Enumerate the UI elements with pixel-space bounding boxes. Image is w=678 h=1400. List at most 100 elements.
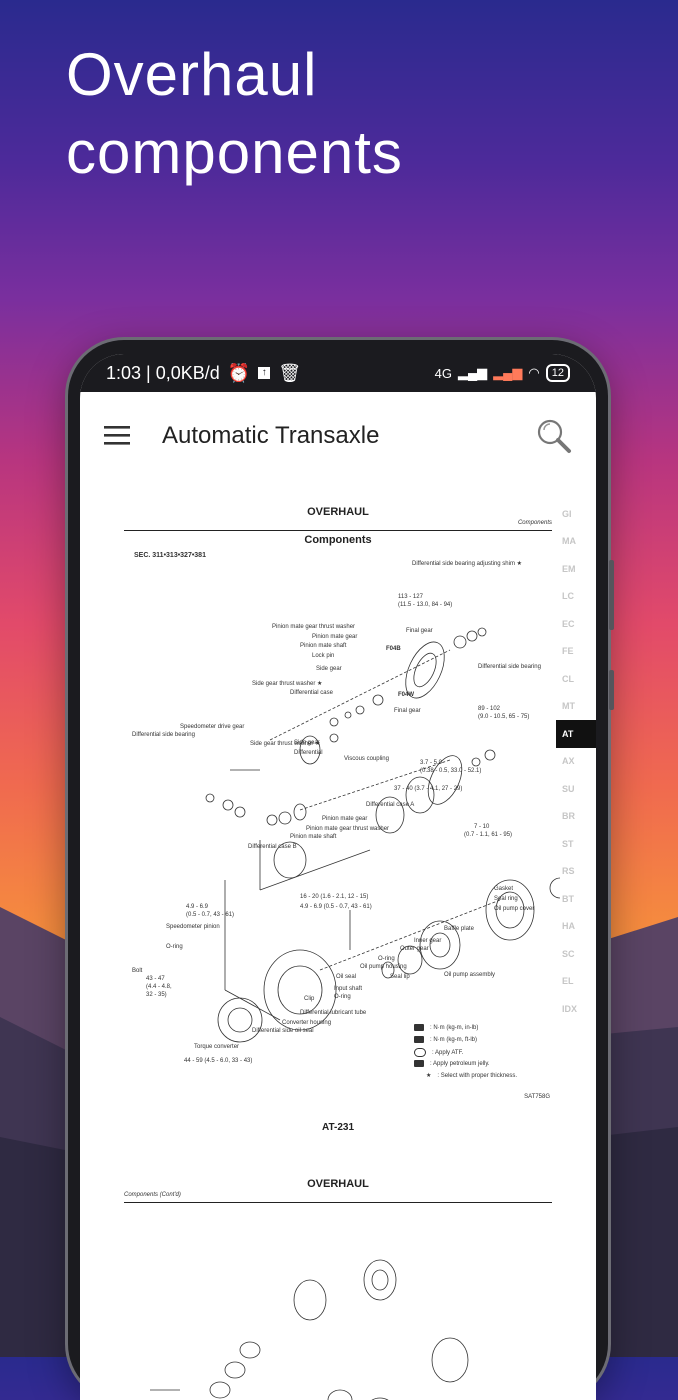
diagram-label: Final gear [406,628,433,634]
section-index: GI MA EM LC EC FE CL MT AT AX SU BR ST R… [556,500,596,1023]
app-bar: Automatic Transaxle [80,392,596,480]
index-tab[interactable]: LC [562,591,574,602]
diagram-label: Differential case A [366,802,415,808]
diagram-label: 44 - 59 (4.5 - 6.0, 33 - 43) [184,1058,253,1064]
index-tab[interactable]: FE [562,646,574,657]
hero-title: Overhaul components [66,36,403,192]
search-icon[interactable] [536,418,572,454]
index-tab[interactable]: BT [562,893,574,904]
diagram-label: (4.4 - 4.8, [146,984,172,990]
figure-ref: SAT758G [524,1094,550,1100]
diagram-label: Differential side oil seal [252,1028,314,1034]
index-tab[interactable]: AX [562,756,575,767]
index-tab[interactable]: RS [562,866,575,877]
diagram-label: 43 - 47 [146,976,165,982]
index-tab[interactable]: EL [562,976,574,987]
diagram-label: (0.7 - 1.1, 61 - 95) [464,832,513,838]
diagram-label: Lock pin [312,653,335,659]
legend-item: : Apply ATF. [414,1048,463,1057]
page-header-right: Components [517,520,552,526]
index-tab[interactable]: IDX [562,1003,578,1014]
battery-icon: 12 [545,364,570,382]
exploded-diagram [205,627,560,1043]
diagram-label: Oil pump assembly [444,972,496,978]
signal-icon-2: ▂▄▆ [493,365,523,380]
network-type: 4G [434,365,452,381]
diagram-label: Pinion mate gear [312,634,358,640]
power-button [609,670,614,710]
diagram-label: Pinion mate shaft [300,643,347,649]
diagram-label: O-ring [166,944,183,950]
diagram-label: Seal ring [494,896,518,902]
diagram-label: Outer gear [400,946,429,952]
index-tab[interactable]: GI [562,508,572,519]
upload-icon: ↑ [258,367,271,379]
exploded-diagram-2 [150,1259,469,1400]
volume-button [609,560,614,630]
diagram-label: Speedometer pinion [166,924,220,930]
index-tab[interactable]: MA [562,536,576,547]
diagram-label: Speedometer drive gear [180,724,245,730]
phone-screen: 1:03 | 0,0KB/d ⏰ ↑ 🗑 4G ▂▄▆ ▂▄▆ ◠ 12 Aut… [80,354,596,1400]
legend-item: : N·m (kg-m, ft-lb) [414,1036,477,1043]
diagram-label: (9.0 - 10.5, 65 - 75) [478,714,530,720]
diagram-label: 7 - 10 [474,824,490,830]
diagram-label: Pinion mate gear [322,816,368,822]
hero-line-2: components [66,119,403,186]
page-number: AT-231 [321,1122,355,1133]
diagram-label: Side gear thrust washer ★ [250,741,321,747]
diagram-label: Oil seal [336,974,357,980]
page-header: OVERHAUL [307,506,369,518]
app-title: Automatic Transaxle [162,422,380,449]
diagram-label: Pinion mate gear thrust washer [272,624,356,630]
diagram-label: Input shaft [334,986,363,992]
signal-icon: ▂▄▆ [457,365,488,380]
jelly-icon [414,1060,424,1067]
diagram-label: O-ring [334,994,351,1000]
diagram-label: Oil pump housing [360,964,407,970]
hero-line-1: Overhaul [66,41,318,108]
index-tab[interactable]: EC [562,618,575,629]
index-tab[interactable]: SC [562,948,575,959]
index-tab[interactable]: EM [562,563,576,574]
diagram-label: F04W [398,692,415,698]
index-tab[interactable]: BR [562,811,575,822]
diagram-label: Bolt [132,968,143,974]
diagram-label: O-ring [378,956,395,962]
document-viewer[interactable]: OVERHAUL Components Components SEC. 311•… [80,480,596,1400]
index-tab[interactable]: ST [562,838,574,849]
diagram-label: Torque converter [194,1044,240,1050]
diagram-label: Pinion mate shaft [290,834,337,840]
diagram-label: Differential side bearing [132,732,195,738]
diagram-label: 4.9 - 6.9 [186,904,209,910]
diagram-label: Side gear thrust washer ★ [252,681,323,687]
diagram-label: Viscous coupling [344,756,389,762]
alarm-icon: ⏰ [227,362,251,383]
menu-icon[interactable] [104,425,132,447]
status-bar: 1:03 | 0,0KB/d ⏰ ↑ 🗑 4G ▂▄▆ ▂▄▆ ◠ 12 [80,354,596,392]
diagram-label: 16 - 20 (1.6 - 2.1, 12 - 15) [300,894,369,900]
diagram-label: Differential lubricant tube [300,1010,367,1016]
atf-icon [414,1048,426,1057]
star-icon: ★ [426,1073,432,1079]
index-tab-active[interactable]: AT [556,720,596,748]
index-tab[interactable]: CL [562,673,574,684]
torque-icon [414,1024,424,1031]
diagram-label: 113 - 127 [398,594,423,600]
index-tab[interactable]: SU [562,783,575,794]
diagram-label: Side gear [316,666,342,672]
diagram-label: (0.38 - 0.5, 33.0 - 52.1) [420,768,482,774]
diagram-label: (11.5 - 13.0, 84 - 94) [398,602,453,608]
diagram-label: F04B [386,646,401,652]
index-tab[interactable]: HA [562,921,575,932]
index-tab[interactable]: MT [562,701,575,712]
diagram-label: Differential side bearing adjusting shim… [412,561,522,567]
diagram-label: Converter housing [282,1020,332,1026]
diagram-label: Clip [304,996,315,1002]
diagram-label: Baffle plate [444,926,474,932]
diagram-label: 3.7 - 5.0 [420,760,443,766]
diagram-label: Oil pump cover [494,906,535,912]
diagram-label: Final gear [394,708,421,714]
diagram-label: (0.5 - 0.7, 43 - 61) [186,912,235,918]
diagram-label: Differential case B [248,844,297,850]
